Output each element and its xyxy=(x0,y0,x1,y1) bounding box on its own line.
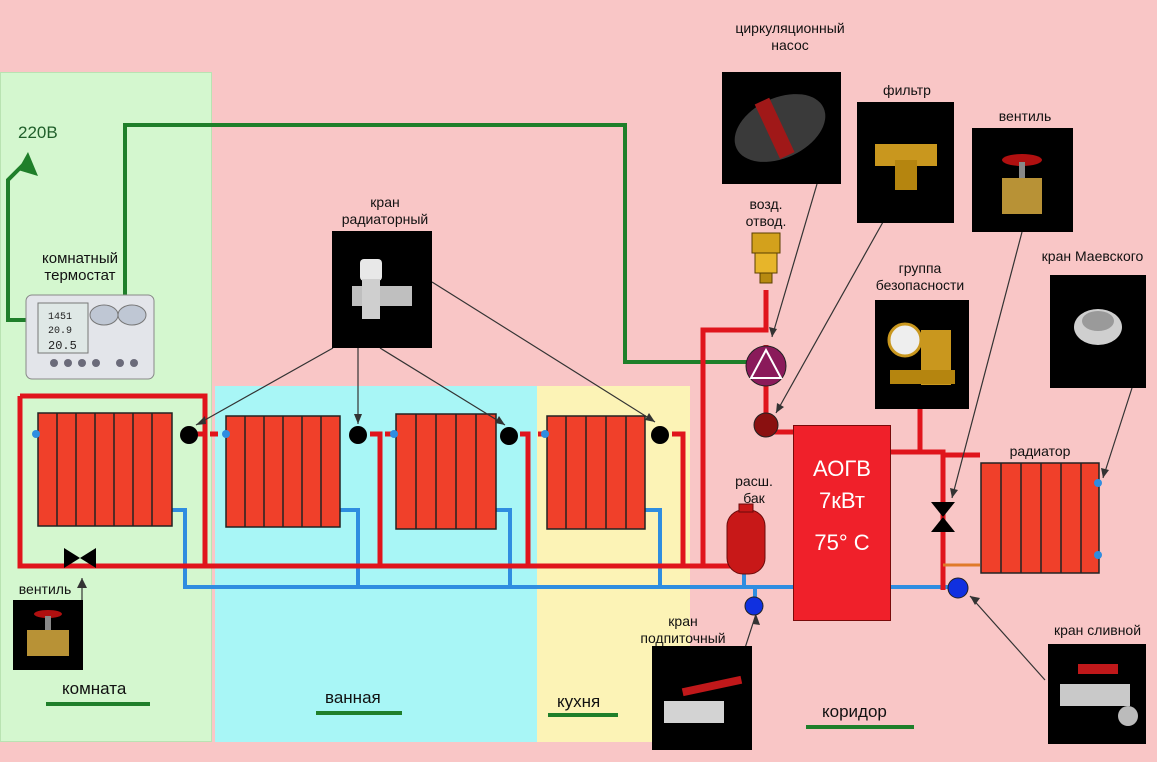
expansion-tank-label: расш. бак xyxy=(735,473,773,506)
thermostat-label: комнатный термостат xyxy=(42,250,118,284)
air-vent-label: возд. отвод. xyxy=(745,196,787,229)
arrow-220v-icon xyxy=(18,152,38,176)
valve-left-label: вентиль xyxy=(18,581,72,597)
valve-left-icon xyxy=(64,548,96,568)
zone-room-underline xyxy=(46,702,150,706)
zone-bathroom-underline xyxy=(316,711,402,715)
pump-icon xyxy=(745,345,787,387)
zone-corridor-underline xyxy=(806,725,914,729)
valve-left-photo xyxy=(13,600,83,670)
zone-bathroom-label: ванная xyxy=(325,688,381,707)
fill-valve-label: кран подпиточный xyxy=(640,613,726,646)
zone-corridor-label: коридор xyxy=(822,702,887,721)
radiator-3 xyxy=(395,413,497,530)
mayevsky-photo xyxy=(1050,275,1146,388)
mayevsky-label: кран Маевского xyxy=(1041,248,1144,264)
radiator-label: радиатор xyxy=(1009,443,1071,459)
radiator-2 xyxy=(225,415,341,528)
return-pipe xyxy=(172,508,958,606)
svg-text:1451: 1451 xyxy=(48,312,72,323)
radiator-1 xyxy=(37,412,173,527)
boiler-label-3: 75° С xyxy=(814,530,870,555)
thermostat-device: 1451 20.9 20.5 xyxy=(24,291,159,384)
radiator-valve-label: кран радиаторный xyxy=(341,194,429,227)
boiler-label-1: АОГВ xyxy=(813,456,871,481)
expansion-tank-icon xyxy=(726,503,766,575)
zone-kitchen-label: кухня xyxy=(557,692,601,711)
filter-label: фильтр xyxy=(883,82,931,98)
voltage-label: 220В xyxy=(18,123,58,142)
pump-photo xyxy=(722,72,841,184)
fill-valve-dot-icon xyxy=(744,596,764,616)
safety-group-label: группа безопасности xyxy=(875,260,965,293)
filter-icon xyxy=(753,412,779,438)
valve-right-icon xyxy=(931,502,955,532)
boiler-label-2: 7кВт xyxy=(819,488,865,513)
drain-valve-label: кран сливной xyxy=(1053,622,1142,638)
drain-valve-dot-icon xyxy=(947,577,969,599)
boiler: АОГВ 7кВт 75° С xyxy=(793,425,891,621)
pump-label: циркуляционный насос xyxy=(735,20,845,53)
radiator-5 xyxy=(980,462,1100,574)
pointer-arrows xyxy=(81,183,1133,681)
radiator-valve-photo xyxy=(332,231,432,348)
radiator-valve-icons xyxy=(180,426,669,445)
safety-group-photo xyxy=(875,300,969,409)
zone-kitchen-underline xyxy=(548,713,618,717)
valve-top-label: вентиль xyxy=(998,108,1052,124)
zone-room-label: комната xyxy=(62,679,127,698)
fill-valve-photo xyxy=(652,646,752,750)
filter-photo xyxy=(857,102,954,223)
air-vent-icon xyxy=(751,232,781,284)
svg-text:20.9: 20.9 xyxy=(48,326,72,337)
svg-text:20.5: 20.5 xyxy=(48,339,77,353)
valve-top-photo xyxy=(972,128,1073,232)
supply-pipe xyxy=(17,290,980,590)
radiator-4 xyxy=(546,415,646,530)
drain-valve-photo xyxy=(1048,644,1146,744)
